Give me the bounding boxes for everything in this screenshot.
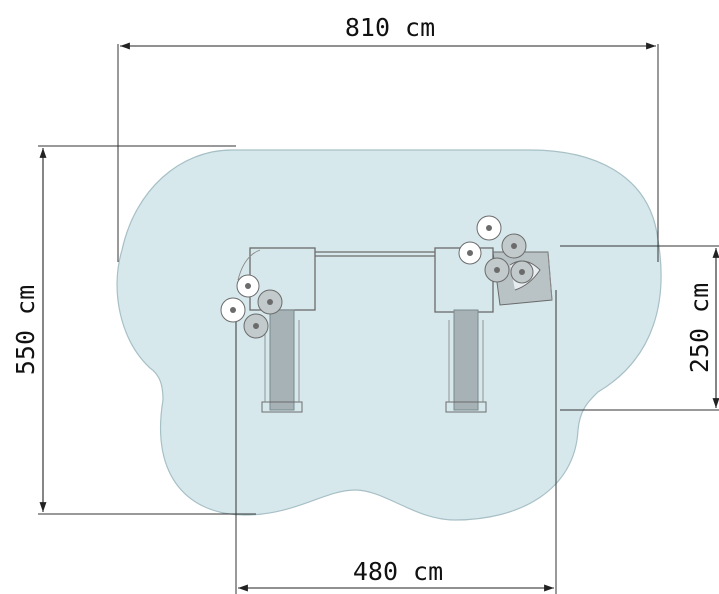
flower-decor-left xyxy=(220,274,283,339)
dimension-right-height: 250 cm xyxy=(560,245,719,411)
dimension-top-width: 810 cm xyxy=(117,13,659,262)
right-slide xyxy=(445,309,487,413)
safety-zone-area xyxy=(116,149,662,521)
flower-decor-right xyxy=(458,215,534,284)
dimension-label-810: 810 cm xyxy=(345,13,435,42)
dimension-left-height: 550 cm xyxy=(11,145,256,515)
playground-equipment xyxy=(220,215,553,413)
dimension-label-550: 550 cm xyxy=(11,285,40,375)
dimension-label-480: 480 cm xyxy=(353,557,443,586)
dimension-bottom-width: 480 cm xyxy=(235,290,557,594)
left-slide xyxy=(261,309,303,413)
dimension-label-250: 250 cm xyxy=(685,283,714,373)
